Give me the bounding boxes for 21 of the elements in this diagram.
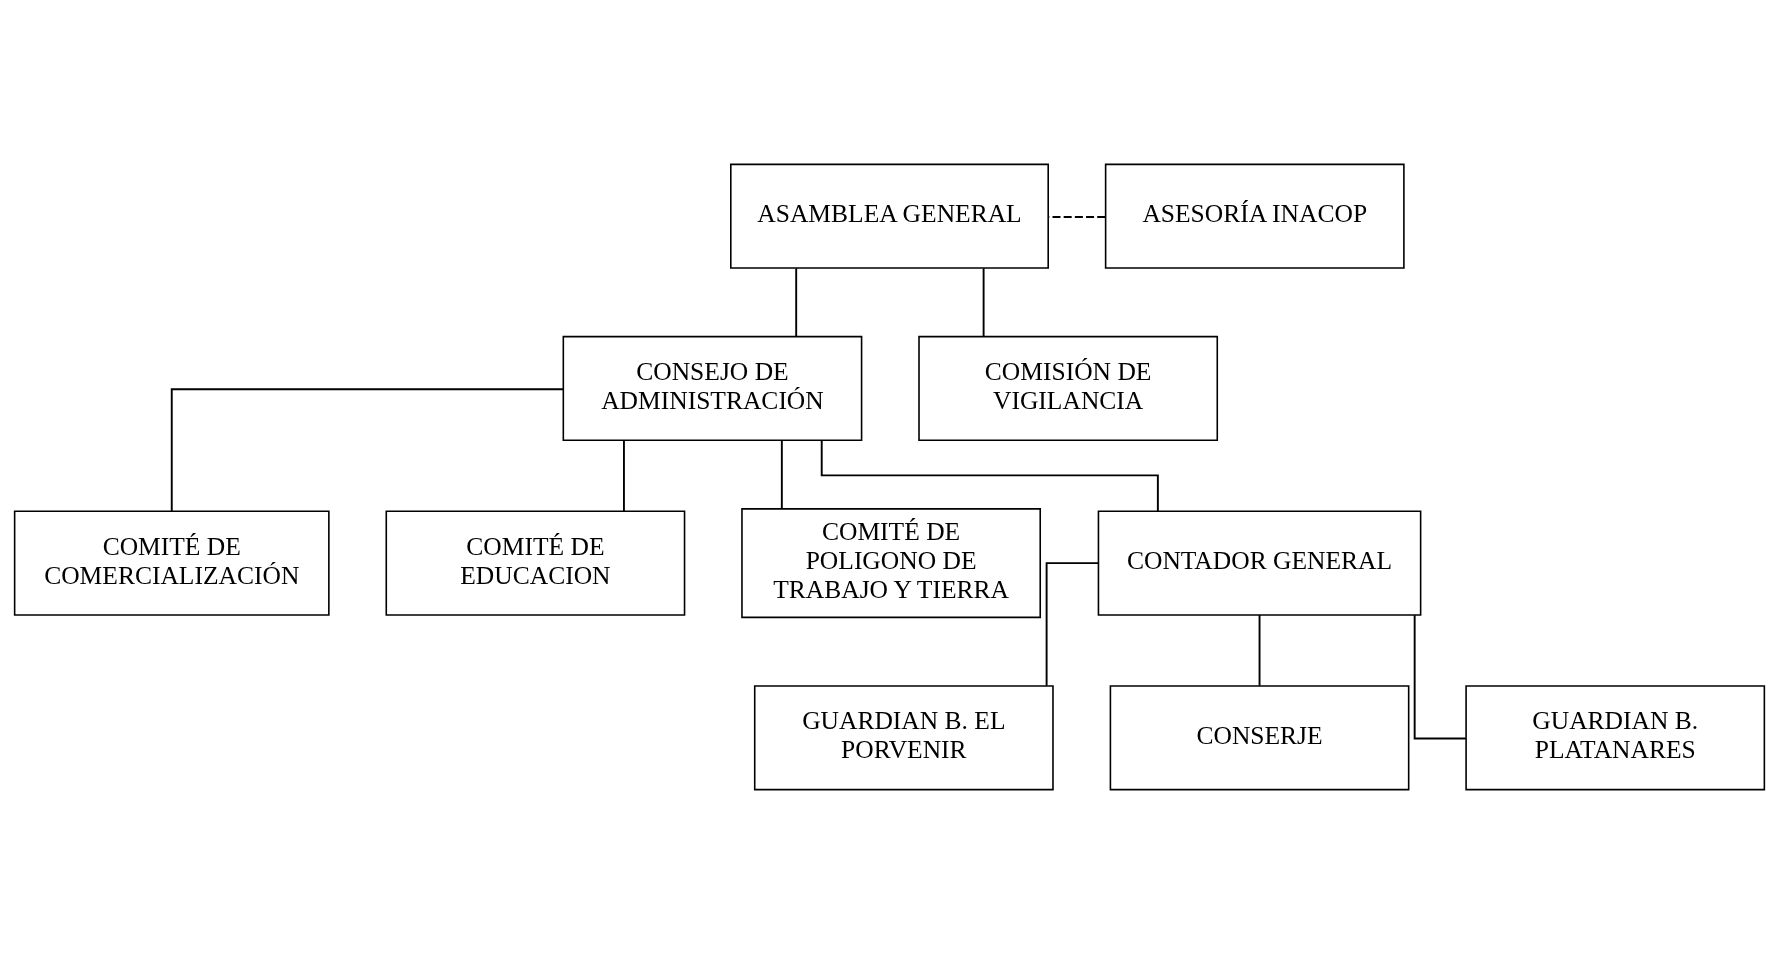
- node-box: CONSEJO DE ADMINISTRACIÓN: [562, 335, 863, 442]
- connector: [622, 439, 625, 513]
- node-box: COMITÉ DE POLIGONO DE TRABAJO Y TIERRA: [741, 508, 1042, 619]
- connector: [820, 439, 1159, 513]
- node-box: COMITÉ DE COMERCIALIZACIÓN: [13, 510, 330, 616]
- node-box: COMITÉ DE EDUCACION: [385, 510, 686, 616]
- connector: [1047, 216, 1107, 218]
- node-box: GUARDIAN B. EL PORVENIR: [753, 685, 1054, 791]
- connector: [795, 267, 798, 338]
- node-box: ASESORÍA INACOP: [1104, 163, 1405, 269]
- connector: [1413, 614, 1467, 740]
- node-box: CONTADOR GENERAL: [1097, 510, 1422, 616]
- connector: [1045, 562, 1100, 687]
- connector: [982, 267, 985, 338]
- node-box: COMISIÓN DE VIGILANCIA: [918, 335, 1219, 442]
- connector: [170, 388, 565, 512]
- node-box: ASAMBLEA GENERAL: [730, 163, 1049, 269]
- node-box: CONSERJE: [1109, 685, 1410, 791]
- connector: [780, 439, 783, 510]
- node-box: GUARDIAN B. PLATANARES: [1465, 685, 1766, 791]
- connector: [1258, 614, 1261, 687]
